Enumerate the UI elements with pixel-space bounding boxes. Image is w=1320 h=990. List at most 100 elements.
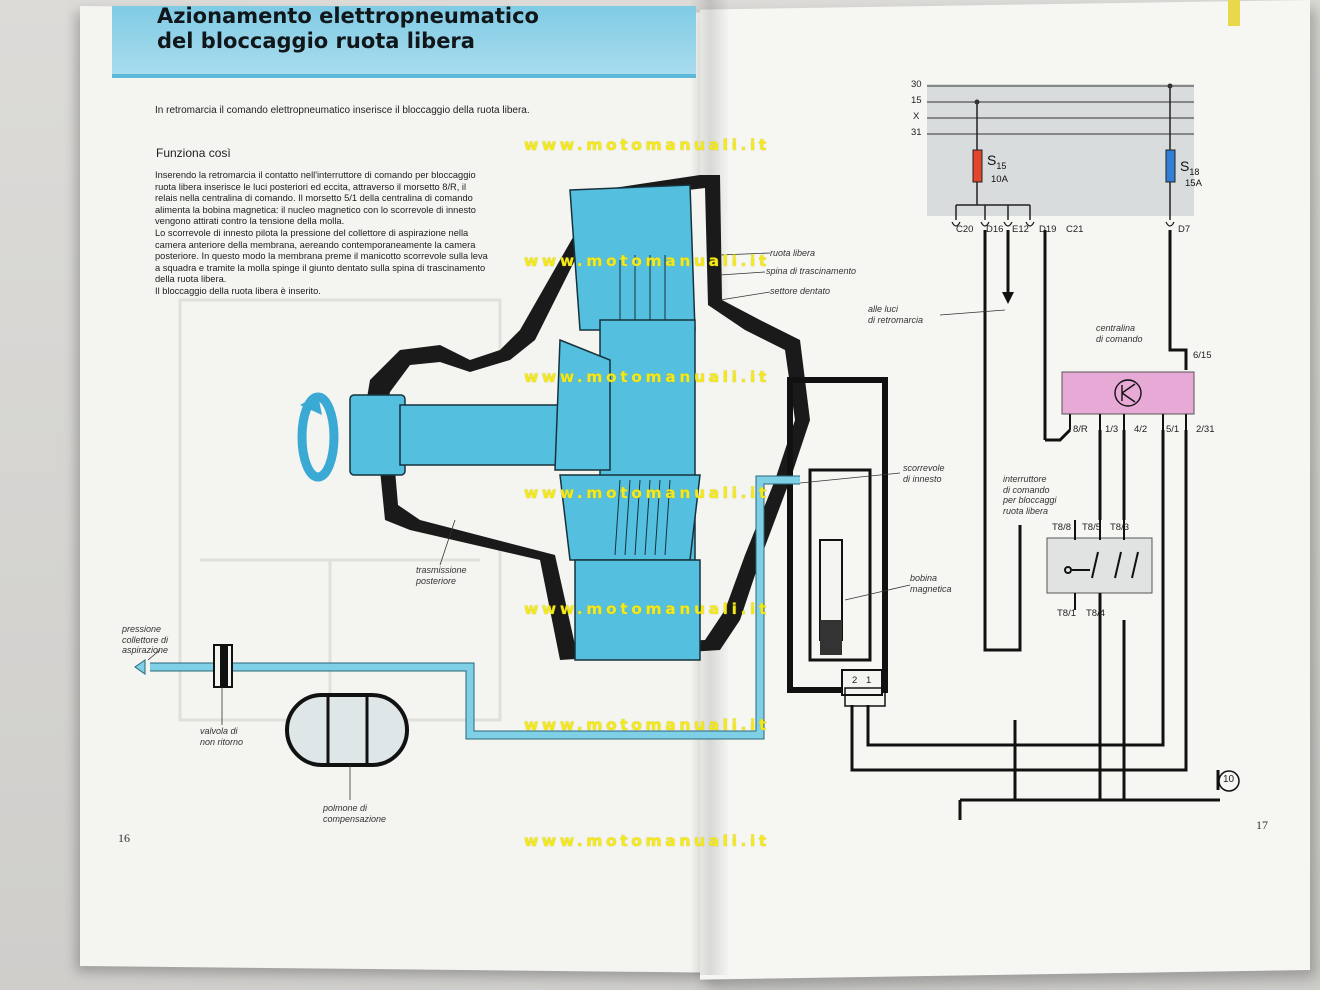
check-valve bbox=[213, 644, 233, 688]
body-line: Il bloccaggio della ruota libera è inser… bbox=[155, 285, 321, 296]
ecu-pin-4-2: 4/2 bbox=[1134, 424, 1148, 435]
ground-label: 10 bbox=[1223, 774, 1235, 785]
page-edge-marker bbox=[1228, 0, 1240, 26]
lower-flange bbox=[574, 559, 701, 661]
label-line: valvola di bbox=[200, 726, 238, 736]
page-number-left: 16 bbox=[118, 831, 130, 845]
fuse-s15 bbox=[972, 149, 983, 183]
label-trasmissione: trasmissione posteriore bbox=[416, 565, 467, 586]
label-line: compensazione bbox=[323, 813, 387, 824]
watermark: www.motomanuali.it bbox=[524, 832, 770, 850]
label-scorrevole: scorrevole di innesto bbox=[903, 463, 945, 484]
title-line-2: del bloccaggio ruota libera bbox=[157, 29, 475, 53]
watermark: www.motomanuali.it bbox=[524, 252, 770, 270]
label-line: bobina bbox=[910, 573, 938, 583]
subheading: Funziona così bbox=[156, 146, 231, 160]
intro-text: In retromarcia il comando elettropneumat… bbox=[155, 105, 530, 116]
label-line: di comando bbox=[1096, 333, 1143, 344]
label-line: magnetica bbox=[910, 583, 952, 594]
switch-pin-t8-8: T8/8 bbox=[1052, 522, 1072, 533]
label-line: interruttore bbox=[1003, 474, 1047, 484]
watermark: www.motomanuali.it bbox=[524, 716, 770, 734]
connector-c21: C21 bbox=[1066, 224, 1084, 235]
label-line: di retromarcia bbox=[868, 314, 924, 325]
label-line: posteriore bbox=[416, 575, 457, 586]
label-line: scorrevole bbox=[903, 463, 945, 473]
actuator-plug bbox=[844, 687, 886, 707]
label-line: alle luci bbox=[868, 304, 899, 314]
page-number-right: 17 bbox=[1256, 818, 1268, 832]
watermark: www.motomanuali.it bbox=[524, 368, 770, 386]
blue-cutaway bbox=[349, 184, 701, 661]
ecu-pin-5-1: 5/1 bbox=[1166, 424, 1180, 435]
body-text: Inserendo la retromarcia il contatto nel… bbox=[155, 170, 540, 298]
transistor-icon bbox=[1114, 379, 1142, 407]
fuse-s18-label: S18 bbox=[1180, 158, 1199, 177]
pneumatic-tube-edge bbox=[150, 475, 800, 740]
page-title: Azionamento elettropneumatico del blocca… bbox=[157, 4, 597, 54]
title-line-1: Azionamento elettropneumatico bbox=[157, 4, 539, 28]
body-line: ruota libera inserisce le luci posterior… bbox=[155, 181, 467, 192]
body-line: vengono attirati contro la tensione dell… bbox=[155, 216, 345, 227]
label-line: centralina bbox=[1096, 323, 1136, 333]
body-line: Inserendo la retromarcia il contatto nel… bbox=[155, 170, 476, 180]
connector-c20: C20 bbox=[956, 224, 974, 235]
label-line: trasmissione bbox=[416, 565, 467, 575]
upper-bevel-gear bbox=[554, 338, 611, 471]
fuse-box-area bbox=[927, 84, 1194, 216]
body-line: relais nella centralina di comando. Il m… bbox=[155, 193, 473, 204]
label-pressione: pressione collettore di aspirazione bbox=[122, 624, 168, 656]
switch-box bbox=[1046, 537, 1153, 594]
outlet-arrow-icon bbox=[134, 659, 146, 675]
label-line: di innesto bbox=[903, 473, 942, 484]
label-line: di comando bbox=[1003, 484, 1050, 495]
leader-lines bbox=[147, 252, 911, 800]
junction-dots bbox=[974, 83, 1173, 105]
connector-d7: D7 bbox=[1178, 224, 1191, 235]
label-line: ruota libera bbox=[1003, 505, 1049, 516]
switch-contacts bbox=[1064, 520, 1139, 610]
bus-label-31: 31 bbox=[911, 127, 922, 138]
body-line: camera anteriore della membrana, aereand… bbox=[155, 239, 476, 250]
fuse-s15-label: S15 bbox=[987, 152, 1006, 171]
down-arrow-icon bbox=[1002, 292, 1014, 304]
fuse-s18-amp: 15A bbox=[1185, 178, 1202, 189]
label-line: collettore di bbox=[122, 634, 169, 645]
ecu-pin-8r: 8/R bbox=[1073, 424, 1088, 435]
fuse-name: S bbox=[987, 152, 997, 168]
label-ruota-libera: ruota libera bbox=[770, 248, 816, 258]
connector-d16: D16 bbox=[986, 224, 1004, 235]
switch-pin-t8-3: T8/3 bbox=[1110, 522, 1130, 533]
fuse-name: S bbox=[1180, 158, 1190, 174]
switch-pin-t8-4: T8/4 bbox=[1086, 608, 1106, 619]
wire-8r bbox=[1045, 428, 1072, 442]
label-polmone: polmone di compensazione bbox=[323, 803, 386, 824]
label-centralina: centralina di comando bbox=[1096, 323, 1143, 344]
ecu-pin-1-3: 1/3 bbox=[1105, 424, 1119, 435]
plug-pin-2: 2 bbox=[852, 675, 858, 686]
switch-pin-t8-5: T8/5 bbox=[1082, 522, 1102, 533]
ecu-pins bbox=[1069, 414, 1187, 430]
bus-label-15: 15 bbox=[911, 95, 922, 106]
body-line: della ruota libera. bbox=[155, 274, 227, 285]
body-line: a squadra e tramite la molla spinge il g… bbox=[155, 262, 486, 273]
ground-icon bbox=[1218, 770, 1240, 792]
label-line: aspirazione bbox=[122, 645, 169, 655]
label-valvola: valvola di non ritorno bbox=[200, 726, 243, 747]
connector-e12: E12 bbox=[1012, 224, 1029, 235]
label-interruttore: interruttore di comando per bloccaggi ru… bbox=[1003, 474, 1057, 516]
fuse-s18 bbox=[1165, 149, 1176, 183]
bus-label-30: 30 bbox=[911, 79, 922, 90]
body-line: Lo scorrevole di innesto pilota la press… bbox=[155, 227, 469, 238]
plug-pin-1: 1 bbox=[866, 675, 872, 686]
ecu-pin-2-31: 2/31 bbox=[1196, 424, 1215, 435]
ecu-box bbox=[1061, 371, 1195, 415]
ecu-pin-6-15: 6/15 bbox=[1193, 350, 1212, 361]
label-line: polmone di bbox=[323, 803, 368, 813]
connector-hooks bbox=[951, 221, 1175, 227]
label-alle-luci: alle luci di retromarcia bbox=[868, 304, 923, 325]
switch-pin-t8-1: T8/1 bbox=[1057, 608, 1077, 619]
label-line: per bloccaggi bbox=[1003, 495, 1057, 505]
